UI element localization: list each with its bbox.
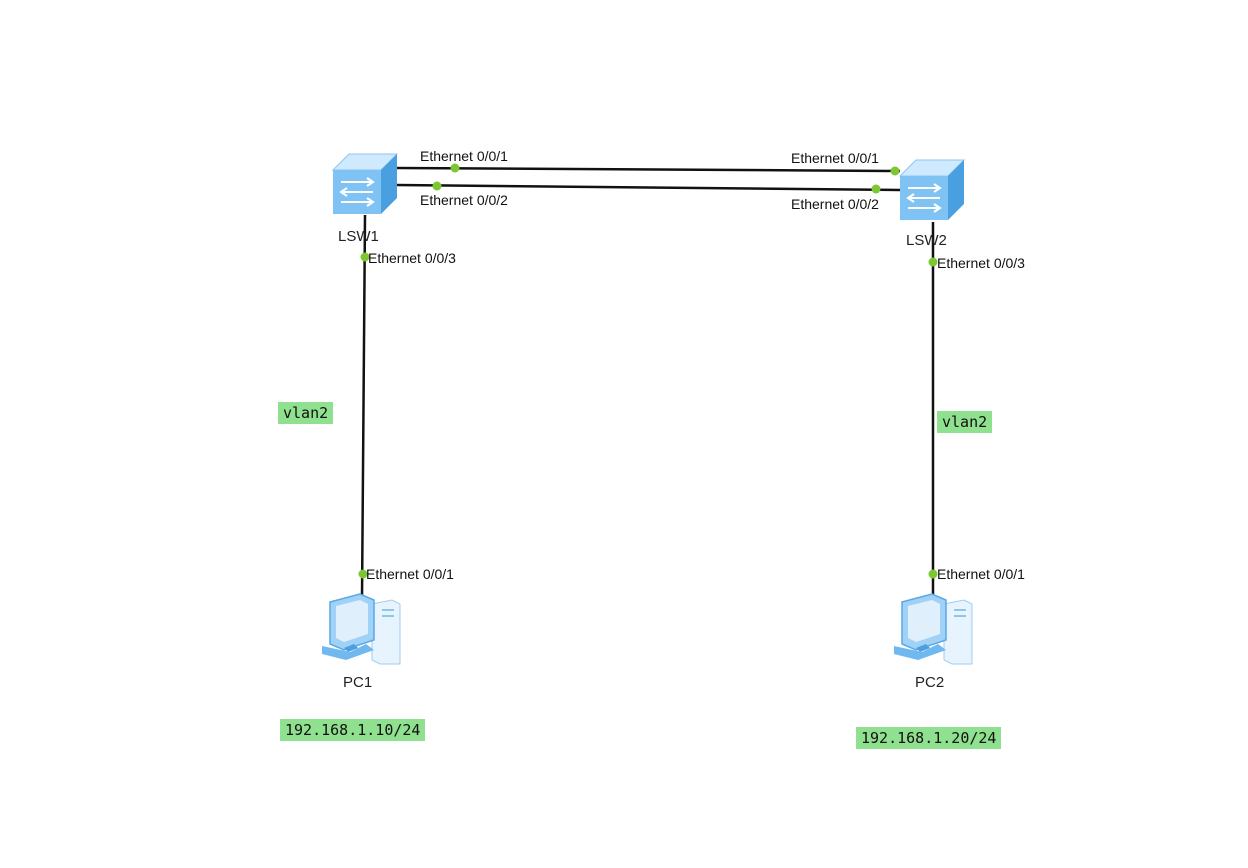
- vlan-tag-right: vlan2: [937, 411, 993, 433]
- pc-pc1[interactable]: [320, 590, 404, 666]
- port-label-lsw1-e001: Ethernet 0/0/1: [420, 148, 508, 164]
- port-label-lsw2-e003: Ethernet 0/0/3: [937, 255, 1025, 271]
- switch-lsw2[interactable]: [896, 158, 968, 222]
- port-label-lsw2-e001: Ethernet 0/0/1: [791, 150, 879, 166]
- port-label-lsw1-e003: Ethernet 0/0/3: [368, 250, 456, 266]
- link-lsw1-lsw2-e001[interactable]: [396, 166, 901, 173]
- port-dot-lsw2-e003[interactable]: [928, 257, 938, 267]
- port-dot-pc2-e001[interactable]: [928, 569, 938, 579]
- port-label-lsw1-e002: Ethernet 0/0/2: [420, 192, 508, 208]
- switch-icon: [898, 159, 966, 220]
- device-label-pc1: PC1: [343, 674, 373, 691]
- switch-lsw1[interactable]: [329, 152, 401, 216]
- device-label-lsw1: LSW1: [338, 228, 379, 245]
- ip-tag-pc2: 192.168.1.20/24: [856, 727, 1002, 749]
- pc-icon: [322, 593, 401, 665]
- port-dot-lsw2-e001[interactable]: [890, 166, 900, 176]
- ip-tag-pc1: 192.168.1.10/24: [280, 719, 426, 741]
- port-dot-lsw2-e002[interactable]: [871, 184, 881, 194]
- port-dot-lsw1-e003[interactable]: [360, 252, 370, 262]
- port-dot-pc1-e001[interactable]: [358, 569, 368, 579]
- link-lsw1-lsw2-e002[interactable]: [396, 183, 901, 192]
- pc-pc2[interactable]: [892, 590, 976, 666]
- switch-icon: [331, 153, 399, 214]
- port-label-lsw2-e002: Ethernet 0/0/2: [791, 196, 879, 212]
- pc-icon: [894, 593, 973, 665]
- device-label-pc2: PC2: [915, 674, 945, 691]
- port-dot-lsw1-e002[interactable]: [432, 181, 442, 191]
- vlan-tag-left: vlan2: [278, 402, 334, 424]
- port-dot-lsw1-e001[interactable]: [450, 163, 460, 173]
- link-lsw1-pc1[interactable]: [360, 214, 367, 599]
- device-label-lsw2: LSW2: [906, 232, 947, 249]
- port-label-pc1-e001: Ethernet 0/0/1: [366, 566, 454, 582]
- port-label-pc2-e001: Ethernet 0/0/1: [937, 566, 1025, 582]
